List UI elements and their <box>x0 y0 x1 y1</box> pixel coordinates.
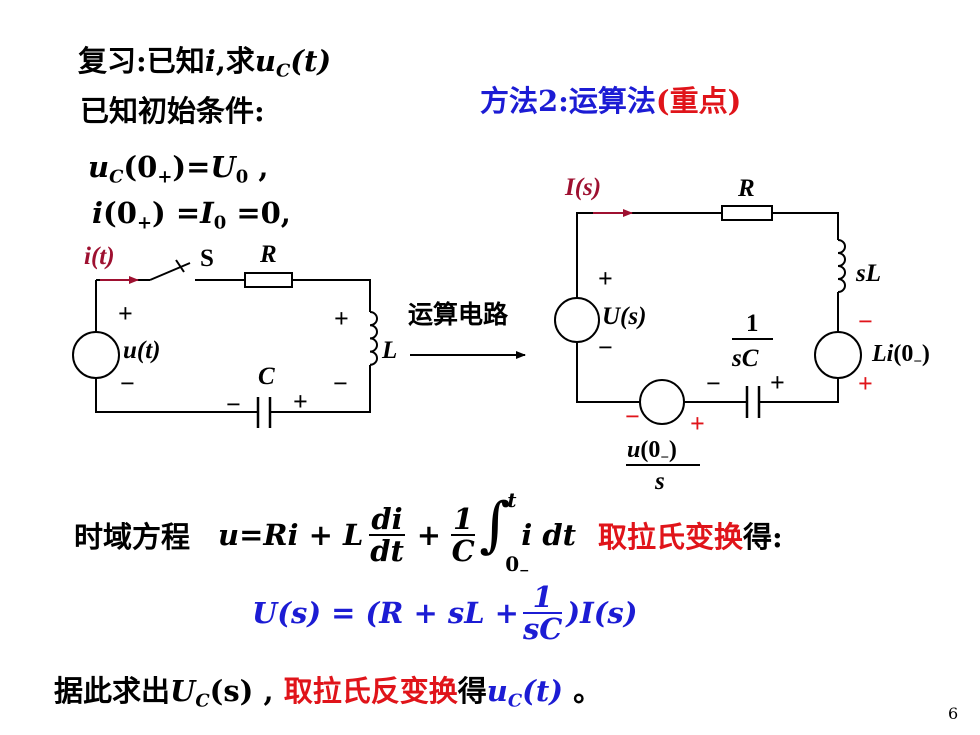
right-resistor-label: R <box>737 175 755 202</box>
right-cap-num: 1 <box>746 310 759 337</box>
transform-arrow-label: 运算电路 <box>408 300 509 329</box>
left-inductor-plus: + <box>334 304 349 333</box>
right-current-label: I(s) <box>564 174 601 201</box>
integral-block: ∫ t 0− <box>479 488 530 578</box>
initial-condition-uc: uC(0+)=U0 , <box>88 150 269 188</box>
known-conditions-heading: 已知初始条件: <box>80 94 265 128</box>
s-domain-equation: U(s) = (R + sL + 1 sC )I(s) <box>252 580 638 647</box>
right-inductor-source-minus: − <box>858 307 873 336</box>
left-wire-bottom-left <box>95 378 258 413</box>
left-resistor-label: R <box>259 241 277 268</box>
right-circuit <box>554 205 862 425</box>
laplace-transform-label: 取拉氏变换 <box>598 520 744 554</box>
left-voltage-source <box>72 331 120 379</box>
s-domain-fraction: 1 sC <box>522 580 563 647</box>
right-capacitor <box>745 386 761 418</box>
right-source-minus: − <box>598 333 613 362</box>
right-cap-source-minus: − <box>625 402 640 431</box>
time-domain-equation: 时域方程 u=Ri + L di dt + 1 C ∫ t 0− i dt 取拉… <box>74 488 783 578</box>
review-line: 复习:已知i,求uC(t) <box>78 44 332 82</box>
left-switch-mark <box>175 259 185 273</box>
right-cap-den: sC <box>731 345 759 372</box>
left-wire-top-c <box>292 279 371 312</box>
right-cap-source-den: s <box>654 468 665 495</box>
right-source-label: U(s) <box>602 303 646 330</box>
right-capacitor-source <box>639 379 685 425</box>
left-source-label: u(t) <box>123 337 161 364</box>
right-cap-source-plus: + <box>690 409 705 438</box>
left-capacitor-minus: − <box>226 390 241 419</box>
method-heading: 方法2:运算法(重点) <box>480 84 742 118</box>
right-inductor <box>837 239 846 293</box>
right-wire-bottom-left <box>576 342 640 403</box>
left-wire-right-bottom <box>270 365 371 413</box>
left-switch <box>149 262 191 281</box>
right-inductor-source-plus: + <box>858 369 873 398</box>
right-source-plus: + <box>598 264 613 293</box>
integrand: i dt <box>521 518 576 552</box>
capacitance-fraction: 1 C <box>451 501 476 568</box>
left-capacitor-label: C <box>258 363 275 390</box>
right-wire-right-bottom <box>759 378 839 403</box>
initial-condition-i: i(0+) =I0 =0, <box>92 196 291 234</box>
right-resistor <box>721 205 773 221</box>
right-inductor-source-label: Li(0−) <box>871 341 930 370</box>
left-switch-label: S <box>200 245 214 272</box>
left-resistor <box>244 272 293 288</box>
right-cap-minus: − <box>706 369 721 398</box>
right-cap-source-num: u(0−) <box>627 437 677 466</box>
left-current-label: i(t) <box>84 243 115 270</box>
right-voltage-source <box>554 297 600 343</box>
time-domain-label: 时域方程 <box>74 520 191 554</box>
equation-lhs: u=Ri + L <box>218 518 364 552</box>
right-wire-top-left <box>576 212 722 298</box>
left-circuit <box>72 259 378 428</box>
left-capacitor-plus: + <box>293 387 308 416</box>
conclusion-line: 据此求出UC(s) , 取拉氏反变换得uC(t) 。 <box>54 674 603 712</box>
left-inductor-minus: − <box>333 369 348 398</box>
right-inductor-label: sL <box>855 260 881 287</box>
right-cap-plus: + <box>770 368 785 397</box>
left-source-plus: + <box>118 299 133 328</box>
left-inductor <box>369 311 378 366</box>
left-capacitor <box>256 397 272 428</box>
derivative-fraction: di dt <box>369 501 405 568</box>
right-inductor-source <box>814 331 862 379</box>
left-source-minus: − <box>120 369 135 398</box>
right-wire-top-right <box>772 212 839 240</box>
left-inductor-label: L <box>381 337 397 364</box>
page-number: 6 <box>948 704 959 723</box>
